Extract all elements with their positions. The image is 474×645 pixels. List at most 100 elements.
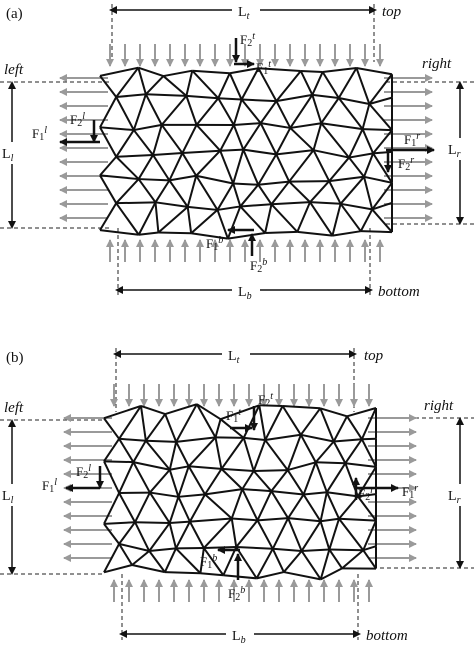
panel-a-mesh-edge bbox=[186, 94, 219, 100]
panel-b-mesh-edge bbox=[360, 407, 377, 440]
panel-a-mesh-edge bbox=[187, 205, 218, 211]
panel-a-mesh-edge bbox=[192, 69, 230, 75]
panel-b-mesh-edge bbox=[118, 543, 133, 566]
panel-b-mesh-edge bbox=[328, 518, 340, 550]
panel-b-mesh-edge bbox=[360, 438, 377, 468]
panel-b-mesh-edge bbox=[103, 564, 133, 574]
panel-a-mesh-edge bbox=[363, 152, 375, 178]
panel-b-mesh-edge bbox=[188, 465, 222, 470]
panel-b-mesh-edge bbox=[300, 520, 322, 552]
panel-a-mesh-edge bbox=[186, 206, 193, 234]
panel-a-mesh-edge bbox=[216, 209, 229, 239]
panel-a-mesh-edge bbox=[152, 154, 171, 181]
panel-a-mesh-edge bbox=[137, 178, 157, 203]
panel-b-mesh-edge bbox=[220, 437, 245, 470]
panel-a-mesh-edge bbox=[337, 67, 358, 99]
panel-b-mesh-edge bbox=[189, 521, 205, 549]
panel-a-mesh-edge bbox=[157, 206, 189, 234]
panel-b-mesh-edge bbox=[103, 521, 136, 525]
panel-b-mesh-edge bbox=[272, 547, 302, 552]
panel-b-bottom-length: Lb bbox=[232, 629, 246, 645]
panel-a-mesh-edge bbox=[191, 70, 219, 99]
panel-b-mesh-edge bbox=[148, 550, 166, 573]
panel-b-mesh-edge bbox=[344, 438, 363, 464]
panel-a-top-length: Lt bbox=[238, 5, 250, 22]
panel-b-mesh-edge bbox=[243, 436, 266, 442]
panel-b-mesh-edge bbox=[163, 547, 177, 573]
panel-b-force-2t-label: F2t bbox=[258, 391, 273, 409]
panel-b-mesh-edge bbox=[270, 469, 289, 492]
panel-b-mesh-edge bbox=[118, 542, 150, 552]
panel-a-mesh-edge bbox=[181, 124, 198, 154]
panel-a-mesh-edge bbox=[369, 96, 393, 105]
panel-a-mesh-edge bbox=[329, 175, 365, 183]
panel-b-mesh-edge bbox=[253, 469, 288, 472]
panel-a-mesh-edge bbox=[371, 208, 393, 233]
panel-a-mesh-edge bbox=[219, 124, 235, 152]
panel-b-mesh-edge bbox=[203, 517, 233, 549]
panel-a-mesh-edge bbox=[339, 176, 365, 205]
panel-b-side-bottom: bottom bbox=[366, 628, 408, 644]
panel-b-mesh-edge bbox=[300, 433, 334, 443]
panel-b-mesh-edge bbox=[235, 519, 259, 548]
panel-a-mesh-edge bbox=[242, 149, 260, 186]
panel-b-mesh-edge bbox=[134, 521, 151, 552]
panel-a-mesh-edge bbox=[138, 66, 164, 78]
panel-a-mesh-edge bbox=[259, 100, 278, 124]
panel-a-force-1l-label: F1l bbox=[32, 125, 47, 143]
panel-b-mesh-edge bbox=[301, 548, 330, 552]
panel-a-mesh-edge bbox=[312, 93, 339, 99]
panel-b-mesh-edge bbox=[287, 494, 305, 519]
panel-b-mesh-edge bbox=[204, 488, 243, 496]
panel-b-mesh-edge bbox=[203, 547, 225, 576]
panel-b-mesh-edge bbox=[139, 405, 147, 441]
panel-a-mesh-edge bbox=[144, 93, 163, 126]
panel-a-mesh-edge bbox=[242, 122, 262, 151]
panel-a-mesh-edge bbox=[312, 122, 323, 151]
panel-b-mesh-edge bbox=[286, 434, 302, 471]
panel-a-mesh-edge bbox=[311, 94, 323, 124]
panel-a-mesh bbox=[99, 66, 393, 240]
panel-a-side-bottom: bottom bbox=[378, 284, 420, 300]
panel-b-side-left: left bbox=[4, 400, 24, 416]
panel-a-mesh-edge bbox=[232, 183, 242, 207]
panel-b-mesh-edge bbox=[103, 404, 142, 420]
panel-b-side-right: right bbox=[424, 398, 454, 414]
panel-b-mesh-edge bbox=[204, 493, 233, 520]
panel-a-mesh-edge bbox=[259, 122, 278, 155]
panel-a-mesh-edge bbox=[257, 153, 278, 186]
panel-b-mesh-edge bbox=[346, 415, 363, 440]
panel-b-mesh-edge bbox=[271, 490, 304, 496]
panel-b-mesh-edge bbox=[149, 491, 179, 498]
panel-a-mesh-edge bbox=[116, 93, 146, 99]
panel-b-top-length: Lt bbox=[228, 349, 240, 366]
panel-a-mesh-edge bbox=[297, 230, 333, 237]
panel-a-mesh-edge bbox=[361, 103, 371, 130]
panel-a-mesh-edge bbox=[158, 231, 192, 235]
panel-b-left-length: Ll bbox=[2, 489, 14, 506]
panel-a-mesh-edge bbox=[309, 201, 334, 237]
panel-b-mesh-edge bbox=[132, 440, 147, 463]
panel-a-mesh-edge bbox=[99, 75, 118, 98]
panel-a-mesh-edge bbox=[115, 202, 140, 236]
panel-a-mesh-edge bbox=[195, 97, 220, 126]
panel-b-mesh-edge bbox=[175, 521, 191, 549]
panel-a-mesh-edge bbox=[288, 180, 311, 203]
panel-b-mesh-edge bbox=[196, 403, 222, 421]
panel-a-mesh-edge bbox=[195, 175, 219, 211]
panel-b-mesh-edge bbox=[177, 496, 191, 523]
panel-b-mesh-edge bbox=[168, 441, 178, 470]
panel-a-mesh-edge bbox=[154, 202, 160, 233]
panel-a-mesh-edge bbox=[168, 152, 184, 181]
panel-a-mesh-edge bbox=[182, 149, 221, 155]
panel-a-mesh-edge bbox=[372, 129, 393, 154]
panel-b-mesh-edge bbox=[189, 517, 232, 523]
panel-b-mesh-edge bbox=[362, 520, 377, 551]
panel-a-mesh-edge bbox=[185, 70, 194, 97]
panel-a-mesh-edge bbox=[328, 156, 350, 182]
panel-b-mesh-edge bbox=[283, 550, 303, 573]
panel-a-mesh-edge bbox=[363, 176, 374, 210]
panel-b-mesh-edge bbox=[319, 407, 348, 418]
panel-b-mesh-edge bbox=[149, 547, 177, 553]
panel-a-mesh-edge bbox=[217, 97, 235, 126]
